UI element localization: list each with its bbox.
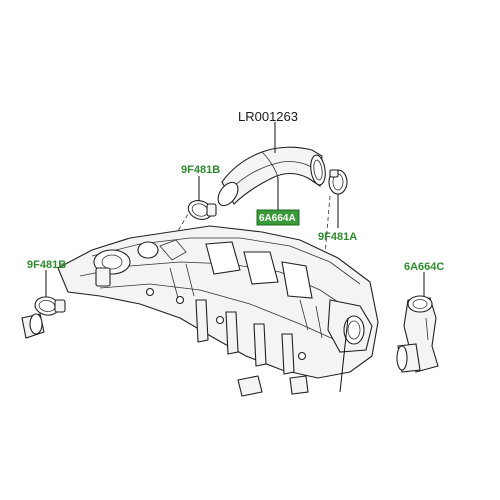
label-clamp-lower-left: 9F481B (27, 259, 66, 271)
label-clamp-upper-left: 9F481B (181, 164, 220, 176)
label-connector-right: 6A664C (404, 261, 444, 273)
label-box-6a664a (256, 209, 300, 226)
main-hose[interactable] (214, 146, 327, 209)
clamp-upper-left[interactable] (186, 197, 217, 222)
label-main-part: LR001263 (238, 109, 298, 124)
hose-left-partial (21, 313, 45, 339)
label-boxed-hose: 6A664A (259, 213, 296, 224)
intake-manifold (57, 225, 379, 397)
connector-right[interactable] (396, 295, 439, 373)
clamp-right[interactable] (328, 169, 348, 195)
label-clamp-right: 9F481A (318, 231, 357, 243)
clamp-lower-left[interactable] (34, 295, 66, 317)
